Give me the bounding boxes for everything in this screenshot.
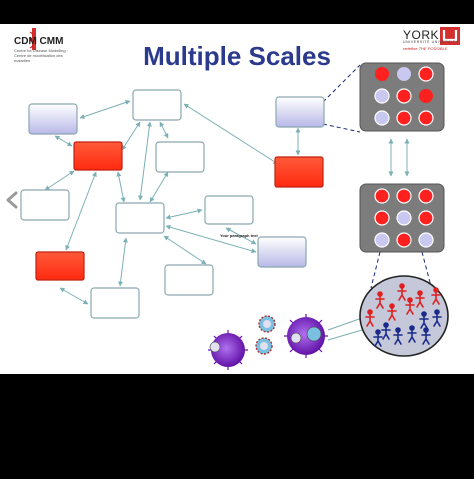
virus-links	[327, 317, 363, 341]
connectors	[44, 100, 410, 305]
zoom-lines	[322, 64, 433, 291]
node-lavender	[28, 103, 78, 135]
cell-grid-panel-top	[359, 62, 445, 132]
node-red	[35, 251, 85, 281]
paragraph-text: Your paragraph text	[220, 233, 258, 238]
virus-large-icon	[208, 330, 248, 370]
york-logo-subtitle: UNIVERSITÉ UNIVERSITY	[403, 40, 459, 44]
bottom-band	[0, 374, 474, 474]
virus-small-icon	[258, 315, 276, 333]
node-white	[20, 189, 70, 221]
chevron-left-icon[interactable]	[2, 189, 24, 211]
york-logo-icon	[440, 27, 460, 45]
node-white	[90, 287, 140, 319]
node-white	[132, 89, 182, 121]
cdm-logo-subtitle: Centre for Disease Modelling · Centre de…	[14, 48, 69, 63]
cdm-logo-icon	[28, 28, 36, 50]
virus-small-icon	[255, 337, 273, 355]
node-red	[274, 156, 324, 188]
node-lavender	[275, 96, 325, 128]
york-tagline: redefine THE POSSIBLE	[403, 46, 448, 51]
slide-title: Multiple Scales	[143, 41, 331, 71]
node-white	[155, 141, 205, 173]
cell-grid-panel-middle	[359, 183, 445, 253]
population-circle	[359, 275, 449, 357]
top-band	[0, 0, 474, 24]
node-lavender	[257, 236, 307, 268]
virus-medium-icon	[284, 314, 328, 358]
node-white	[115, 202, 165, 234]
node-white	[164, 264, 214, 296]
node-white	[204, 195, 254, 225]
cdm-logo-name: CDM CMM	[14, 36, 64, 47]
york-logo-name: YORK	[403, 28, 440, 42]
node-red	[73, 141, 123, 171]
